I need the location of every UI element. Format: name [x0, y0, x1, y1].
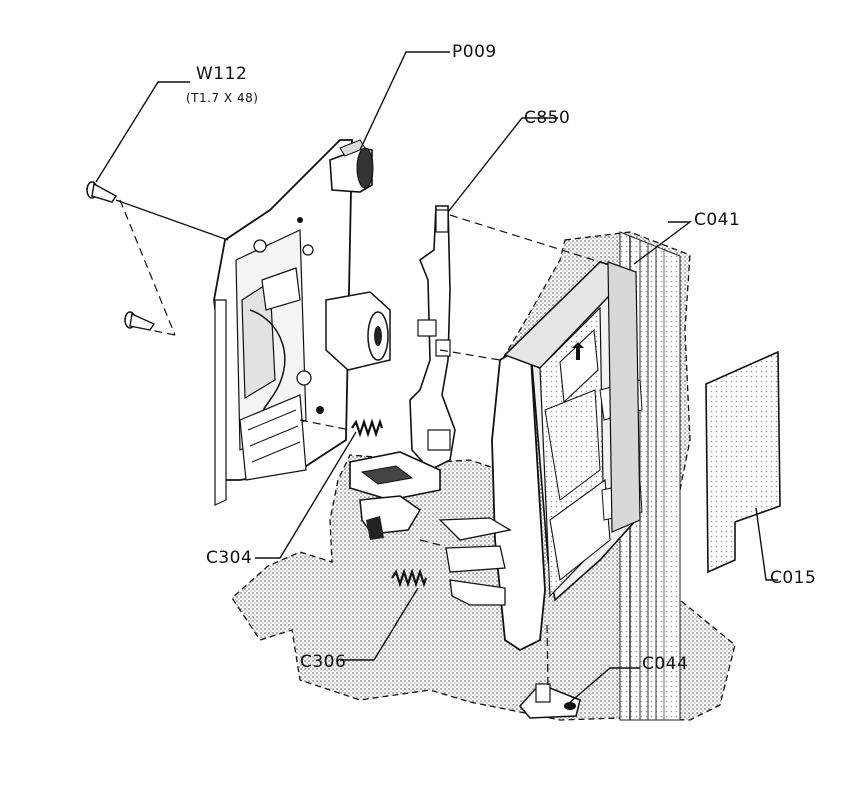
center-motor-block [325, 291, 391, 371]
chassis-plate [213, 139, 353, 506]
screw-axis-line [115, 199, 229, 241]
label-c044: C044 [642, 654, 689, 674]
label-c306: C306 [300, 652, 347, 672]
lid-holder-body [491, 261, 643, 652]
label-w112: W112 [196, 64, 248, 84]
assembly-guide-lines [119, 199, 601, 691]
spring-c306 [391, 568, 428, 588]
motor-p009 [329, 139, 374, 193]
card-c015 [705, 350, 781, 574]
label-p009: P009 [452, 42, 497, 62]
bracket-c850 [409, 205, 456, 471]
leader-lines [95, 51, 778, 705]
label-w112-spec: (T1.7 X 48) [186, 91, 259, 105]
spring-c304 [351, 418, 384, 438]
label-c015: C015 [770, 568, 817, 588]
slider-latch-assembly [349, 451, 512, 606]
label-c041: C041 [694, 210, 741, 230]
label-c850: C850 [524, 108, 571, 128]
label-c304: C304 [206, 548, 253, 568]
screw-w112 [86, 181, 156, 331]
clip-c044 [519, 683, 581, 719]
